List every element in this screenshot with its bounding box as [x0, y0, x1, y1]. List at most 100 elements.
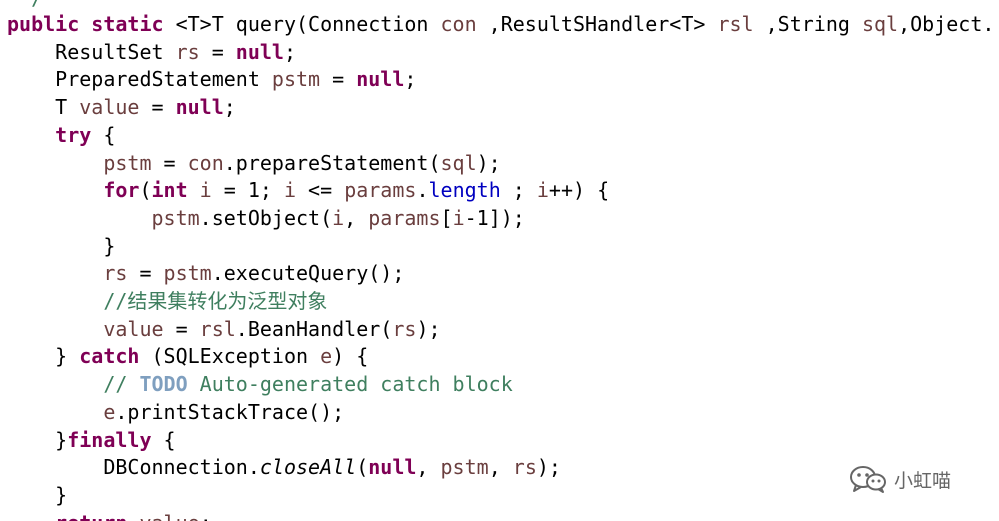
code-text: .executeQuery(); — [211, 261, 405, 286]
code-text: [ — [440, 205, 453, 230]
variable-token: con — [187, 150, 224, 175]
variable-token: value — [103, 316, 164, 341]
code-line: T value = null; — [7, 93, 236, 121]
code-text: { — [151, 427, 176, 452]
variable-token: pstm — [271, 67, 321, 92]
variable-token: rs — [175, 39, 200, 64]
keyword-token: finally — [67, 427, 152, 452]
code-text — [7, 151, 103, 175]
comment-token: // — [103, 372, 140, 397]
code-text — [188, 178, 200, 202]
code-line: for(int i = 1; i <= params.length ; i++)… — [7, 176, 609, 204]
code-line: value = rsl.BeanHandler(rs); — [7, 315, 441, 343]
variable-token: i — [199, 178, 212, 203]
code-text — [7, 511, 55, 521]
code-text — [7, 206, 152, 230]
keyword-token: catch — [79, 344, 140, 369]
code-text: ) { — [332, 344, 369, 369]
code-text: ); — [536, 455, 561, 480]
watermark-label: 小虹喵 — [894, 469, 952, 492]
code-text: ,String — [753, 12, 862, 36]
code-line: rs = pstm.executeQuery(); — [7, 259, 404, 287]
variable-token: rs — [103, 261, 128, 286]
code-text: , — [488, 455, 513, 480]
variable-token: i — [536, 178, 549, 203]
keyword-token: null — [235, 39, 284, 64]
code-text — [7, 123, 55, 147]
keyword-token: int — [151, 178, 188, 203]
code-text — [7, 372, 103, 396]
code-text: } — [7, 233, 116, 258]
code-text — [127, 511, 139, 521]
variable-token: i — [283, 178, 297, 203]
code-text: } — [7, 482, 68, 507]
code-text: = — [151, 150, 188, 175]
code-text: ; — [283, 39, 297, 64]
code-text: , — [416, 455, 441, 480]
variable-token: value — [79, 95, 140, 120]
variable-token: sql — [440, 150, 477, 175]
code-line: } catch (SQLException e) { — [7, 342, 368, 370]
keyword-token: for — [103, 178, 140, 203]
variable-token: params — [344, 178, 417, 203]
code-text: ,ResultSHandler<T> — [476, 12, 718, 36]
partial-comment-line: */ — [7, 0, 43, 8]
code-line: e.printStackTrace(); — [7, 398, 344, 426]
code-text: T — [7, 95, 80, 120]
variable-token: params — [368, 205, 441, 230]
code-text: = — [139, 95, 176, 120]
keyword-token: null — [175, 95, 224, 120]
code-line: DBConnection.closeAll(null, pstm, rs); — [7, 453, 561, 481]
variable-token: e — [103, 399, 116, 424]
variable-token: sql — [861, 12, 899, 36]
variable-token: con — [440, 12, 477, 36]
code-line: } — [7, 232, 115, 260]
code-text: . — [416, 178, 429, 203]
code-line: //结果集转化为泛型对象 — [7, 287, 327, 315]
code-line: pstm = con.prepareStatement(sql); — [7, 149, 501, 177]
code-line: return value; — [7, 509, 212, 521]
code-text: ( — [356, 455, 369, 480]
keyword-token: return — [55, 511, 127, 521]
variable-token: rs — [512, 455, 537, 480]
code-text: } — [7, 344, 80, 369]
code-text: ); — [476, 150, 501, 175]
keyword-token: null — [368, 455, 417, 480]
static-method-token: closeAll — [259, 455, 357, 480]
code-line: try { — [7, 121, 115, 149]
variable-token: pstm — [163, 261, 212, 286]
variable-token: e — [320, 344, 333, 369]
code-text — [7, 289, 103, 313]
keyword-token: static — [91, 12, 164, 36]
code-text: ; — [200, 511, 212, 521]
code-text: ); — [416, 316, 441, 341]
variable-token: pstm — [151, 205, 200, 230]
code-text: PreparedStatement — [7, 67, 272, 92]
code-text: .printStackTrace(); — [115, 399, 345, 424]
code-text — [7, 400, 103, 424]
code-text: = — [127, 261, 164, 286]
variable-token: value — [139, 511, 199, 521]
comment-token: //结果集转化为泛型对象 — [103, 289, 328, 313]
todo-token: TODO — [139, 372, 188, 397]
variable-token: i — [452, 205, 465, 230]
variable-token: rsl — [199, 316, 236, 341]
code-text — [7, 317, 103, 341]
code-line: PreparedStatement pstm = null; — [7, 65, 416, 93]
code-line: }finally { — [7, 426, 176, 454]
keyword-token: try — [55, 122, 92, 147]
variable-token: rsl — [717, 12, 754, 36]
code-text: (SQLException — [139, 344, 321, 369]
code-text — [7, 178, 103, 202]
code-text: <= — [296, 178, 345, 203]
code-text: ,Object... — [898, 12, 999, 36]
code-text: = — [199, 39, 236, 64]
code-text: .BeanHandler( — [235, 316, 393, 341]
code-line: public static <T>T query(Connection con … — [7, 10, 999, 38]
code-text: } — [7, 427, 68, 452]
code-text: ; — [404, 67, 417, 92]
code-text: = — [163, 316, 200, 341]
variable-token: rs — [392, 316, 417, 341]
code-text: = 1; — [211, 178, 284, 203]
